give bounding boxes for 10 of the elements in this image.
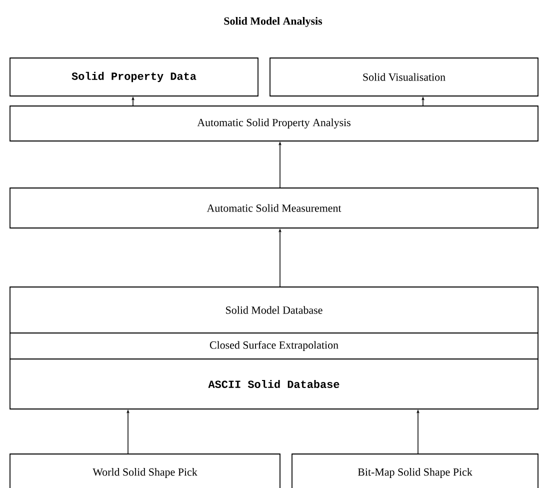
process-box: Solid Property Data [10, 58, 258, 96]
title: Solid Model Analysis [224, 17, 322, 27]
process-box: Solid Model Database [10, 286, 538, 334]
process-box: Automatic Solid Measurement [10, 188, 538, 228]
process-box: Closed Surface Extrapolation [10, 332, 538, 360]
process-box: Bit-Map Solid Shape Pick [292, 454, 538, 488]
process-box: ASCII Solid Database [10, 358, 538, 410]
process-box: World Solid Shape Pick [10, 454, 280, 488]
process-box: Automatic Solid Property Analysis [10, 106, 538, 142]
process-box: Solid Visualisation [270, 58, 538, 96]
